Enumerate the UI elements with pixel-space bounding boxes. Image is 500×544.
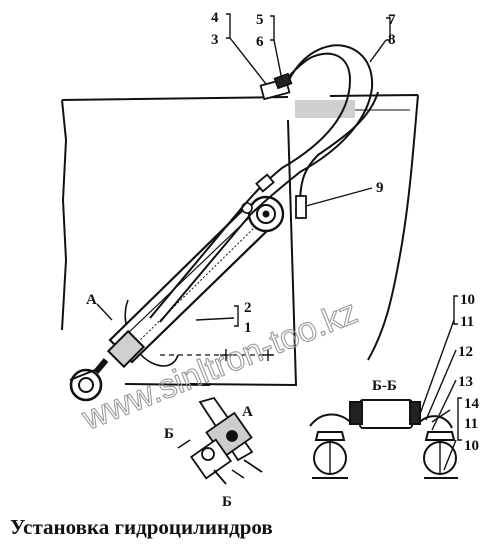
figure-caption: Установка гидроцилиндров [10,515,273,539]
callout-5: 5 [256,12,264,28]
callout-14: 14 [464,396,480,412]
base-arc [124,299,179,367]
callout-8: 8 [388,32,396,48]
center-marks [220,349,274,361]
view-b-top: Б [164,426,174,442]
callout-10-bottom: 10 [464,438,479,454]
callout-4: 4 [211,10,219,26]
hose-fittings [255,72,307,219]
view-a-detail: А [242,404,253,420]
callout-10-top: 10 [460,292,475,308]
detail-view-a [177,396,263,485]
view-a-main: А [86,292,97,308]
section-bb-label: Б-Б [372,378,397,394]
callout-leaders [96,13,462,471]
callout-3: 3 [211,32,219,48]
callout-11-top: 11 [460,314,474,330]
callout-6: 6 [256,34,264,50]
callout-numbers: 4 3 5 6 7 8 9 2 1 10 11 12 13 14 11 10 [211,10,480,454]
section-view-bb [309,399,458,479]
callout-2: 2 [244,300,252,316]
hydraulic-cylinder [69,195,285,402]
callout-9: 9 [376,180,384,196]
frame-outline [61,94,419,387]
callout-1: 1 [244,320,252,336]
view-b-bottom: Б [222,494,232,510]
callout-11-bottom: 11 [464,416,478,432]
callout-12: 12 [458,344,473,360]
view-letters: А А Б Б Б-Б [86,292,397,510]
callout-13: 13 [458,374,473,390]
callout-7: 7 [388,12,396,28]
